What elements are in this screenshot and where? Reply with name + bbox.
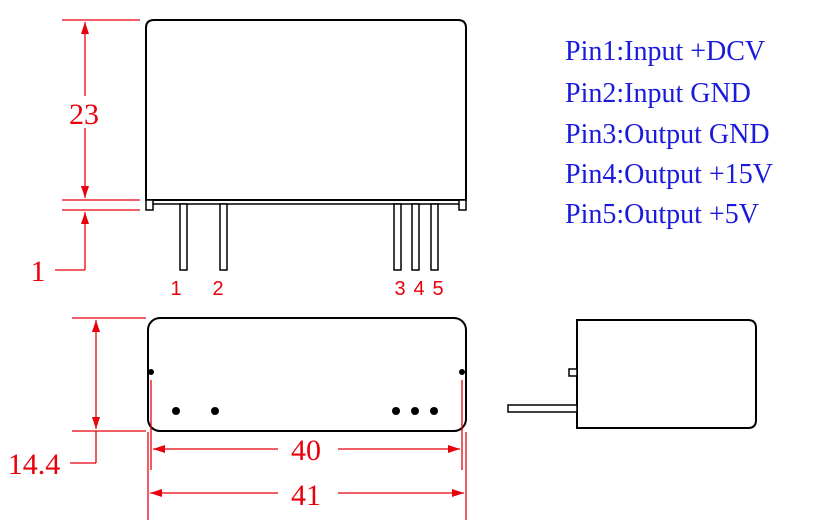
dimension-label-23: 23 [69, 98, 99, 131]
side-view [507, 319, 757, 429]
pin-5 [430, 203, 439, 271]
side-view-pin [507, 404, 578, 413]
pin-label-1: 1 [170, 278, 181, 300]
mount-dot-right [459, 369, 465, 375]
dimension-label-14-4: 14.4 [8, 448, 61, 481]
front-view [145, 19, 467, 271]
legend-pin-4: Pin4:Output +15V [565, 159, 773, 190]
dimension-body-height [55, 19, 140, 271]
legend-pin-1: Pin1:Input +DCV [565, 36, 765, 67]
bottom-view-body [147, 317, 467, 432]
side-view-body [576, 319, 757, 429]
side-view-standoff [568, 368, 578, 377]
legend-pin-3: Pin3:Output GND [565, 119, 770, 150]
pin-label-2: 2 [212, 278, 223, 300]
pin-dot-1 [172, 407, 180, 415]
pin-dot-3 [392, 407, 400, 415]
pin-label-5: 5 [432, 278, 443, 300]
pin-label-3: 3 [394, 278, 405, 300]
legend-pin-2: Pin2:Input GND [565, 78, 751, 109]
mount-dot-left [148, 369, 154, 375]
front-view-body [145, 19, 467, 201]
pin-label-4: 4 [413, 278, 424, 300]
pin-dot-5 [430, 407, 438, 415]
dimension-label-1: 1 [31, 255, 46, 288]
standoff-right [458, 199, 467, 211]
pin-dot-2 [211, 407, 219, 415]
pin-legend: Pin1:Input +DCV Pin2:Input GND Pin3:Outp… [565, 36, 773, 230]
pin-1 [179, 203, 188, 271]
dimension-label-41: 41 [291, 479, 321, 512]
pin-4 [411, 203, 420, 271]
dimension-widths [147, 380, 467, 520]
bottom-view [147, 317, 467, 432]
pin-number-labels: 1 2 3 4 5 [170, 278, 443, 300]
pin-3 [393, 203, 402, 271]
standoff-left [145, 199, 154, 211]
pin-2 [219, 203, 228, 271]
dimension-thickness [70, 317, 146, 464]
pin-dot-4 [411, 407, 419, 415]
legend-pin-5: Pin5:Output +5V [565, 199, 759, 230]
dimension-label-40: 40 [291, 434, 321, 467]
